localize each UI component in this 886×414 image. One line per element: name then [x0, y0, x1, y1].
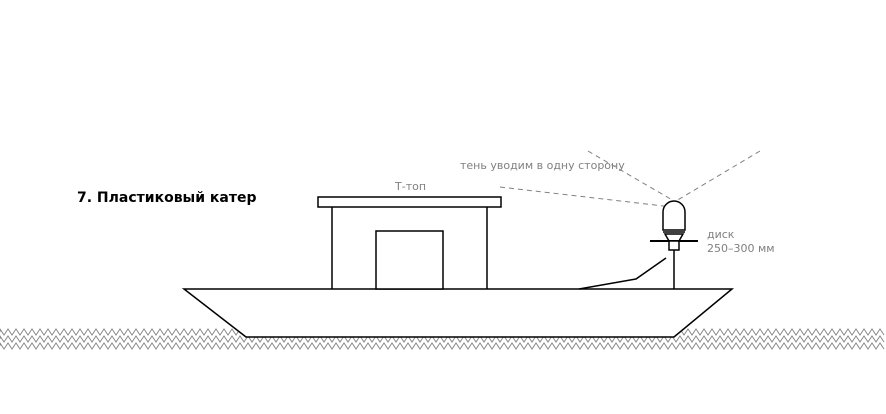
light-mount	[668, 240, 680, 251]
disk-label-line1: диск	[707, 228, 735, 241]
shadow-line-1	[499, 186, 673, 208]
shadow-line-2	[587, 150, 675, 202]
disk-label: диск 250–300 мм	[707, 228, 775, 256]
t-top-label: Т-топ	[395, 180, 427, 193]
light-base	[663, 233, 685, 242]
hull	[181, 288, 735, 338]
t-top-roof	[317, 196, 502, 208]
shadow-label: тень уводим в одну сторону	[460, 159, 625, 172]
shadow-line-3	[675, 150, 761, 202]
console	[375, 230, 444, 290]
disk-label-line2: 250–300 мм	[707, 242, 775, 255]
wave-line	[0, 342, 885, 350]
mast-brace	[578, 257, 667, 290]
light-dome	[662, 200, 686, 231]
diagram-title: 7. Пластиковый катер	[77, 190, 257, 206]
